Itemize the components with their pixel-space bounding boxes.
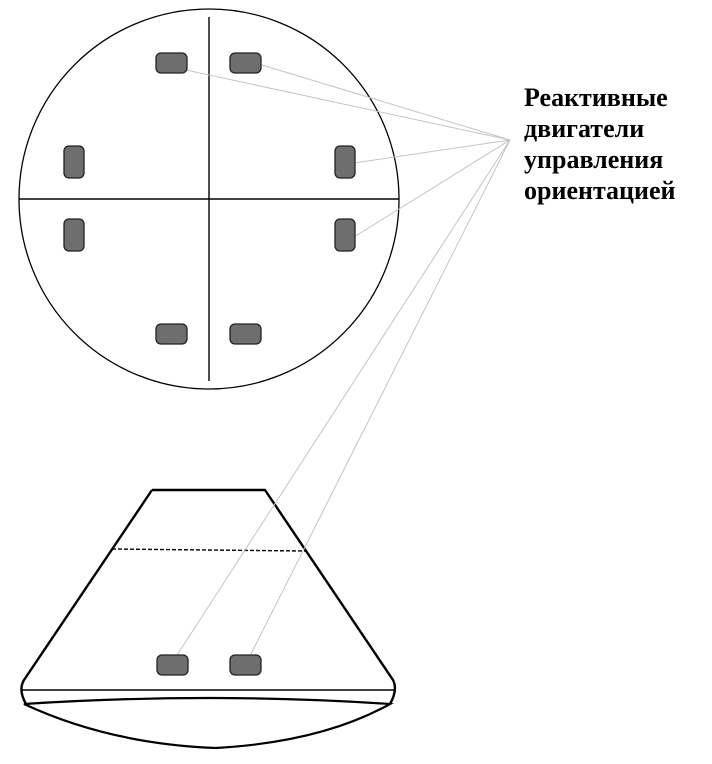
thruster-icon-9	[156, 654, 189, 676]
thruster-icon-6	[334, 218, 356, 252]
thruster-icon-10	[229, 654, 262, 676]
heat-shield-outline	[23, 696, 394, 750]
rcs-label: Реактивные двигатели управления ориентац…	[524, 82, 710, 206]
leader-line-9	[171, 139, 511, 664]
thruster-icon-4	[334, 145, 356, 179]
leader-line-4	[353, 139, 511, 164]
thruster-icon-7	[155, 323, 188, 345]
capsule-dashed-seam	[111, 548, 306, 552]
thruster-icon-3	[63, 145, 85, 179]
leader-line-6	[353, 139, 511, 238]
thrusters-group	[63, 52, 356, 676]
side-view	[20, 488, 397, 750]
leader-lines	[171, 64, 511, 664]
thruster-icon-8	[229, 323, 262, 345]
leader-line-10	[247, 139, 511, 661]
thruster-icon-2	[229, 52, 262, 74]
rcs-label-line-4: ориентацией	[524, 176, 676, 205]
top-view	[18, 8, 400, 390]
leader-line-1	[185, 69, 511, 141]
rcs-label-line-3: управления	[524, 145, 664, 174]
thruster-icon-5	[63, 218, 85, 252]
capsule-cone-outline	[20, 488, 397, 705]
leader-line-2	[261, 64, 511, 141]
rcs-label-line-1: Реактивные	[524, 83, 668, 112]
rcs-label-line-2: двигатели	[524, 114, 645, 143]
thruster-icon-1	[155, 52, 188, 74]
